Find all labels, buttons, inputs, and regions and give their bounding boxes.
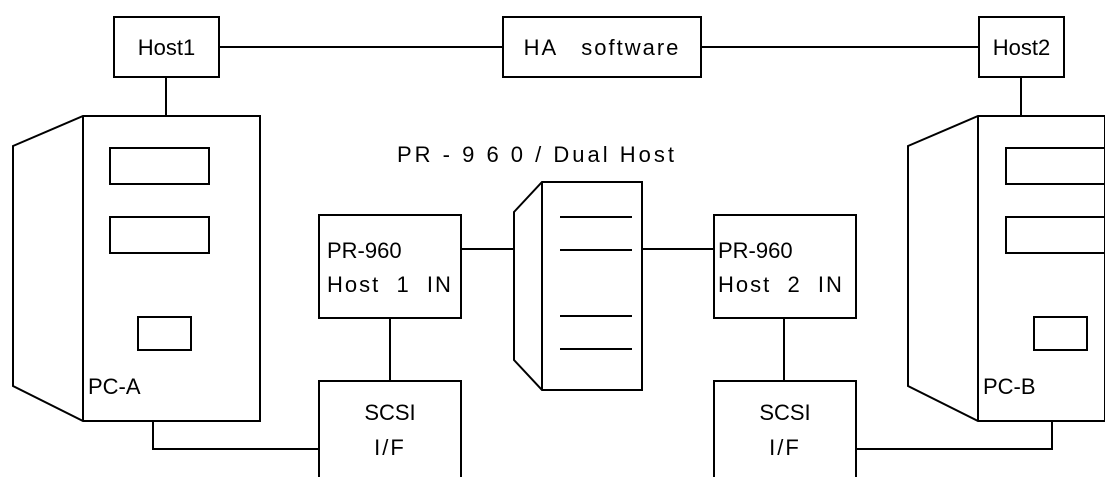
pc-a-to-scsi-a-cable (152, 421, 319, 450)
pc-a-drive-bay-1 (109, 147, 210, 185)
pc-a-label: PC-A (88, 374, 141, 399)
pc-a-drive-bay-3 (137, 316, 192, 351)
pc-b-drive-bay-1 (1005, 147, 1105, 185)
host2-label: Host2 (993, 35, 1050, 60)
pc-b-tower: PC-B (907, 115, 1105, 422)
scsi-a-line2: I/F (374, 435, 406, 460)
pc-a-drive-bay-2 (109, 216, 210, 254)
ha-software-label: HA software (524, 35, 681, 60)
pr960-host2-in-line1: PR-960 (718, 238, 793, 263)
pc-b-label: PC-B (983, 374, 1036, 399)
diagram-title: PR - 9 6 0 / Dual Host (397, 142, 677, 167)
pc-b-drive-bay-2 (1005, 216, 1105, 254)
scsi-b-line1: SCSI (759, 400, 810, 425)
ha-software-box: HA software (502, 16, 702, 78)
host1-box: Host1 (113, 16, 220, 78)
pc-a-tower: PC-A (12, 115, 261, 422)
pr960-enclosure (513, 181, 643, 391)
pr960-host1-in-line2: Host 1 IN (327, 272, 453, 297)
host2-box: Host2 (978, 16, 1065, 78)
pc-b-drive-bay-3 (1033, 316, 1088, 351)
scsi-if-box-a: SCSI I/F (318, 380, 462, 477)
host1-label: Host1 (138, 35, 195, 60)
scsi-if-box-b: SCSI I/F (713, 380, 857, 477)
pr960-host1-in-line1: PR-960 (327, 238, 402, 263)
scsi-a-line1: SCSI (364, 400, 415, 425)
pr960-host2-in-box: PR-960 Host 2 IN (713, 214, 857, 319)
pr960-host1-in-box: PR-960 Host 1 IN (318, 214, 462, 319)
pr960-host2-in-line2: Host 2 IN (718, 272, 844, 297)
pc-b-to-scsi-b-cable (856, 421, 1053, 450)
scsi-b-line2: I/F (769, 435, 801, 460)
